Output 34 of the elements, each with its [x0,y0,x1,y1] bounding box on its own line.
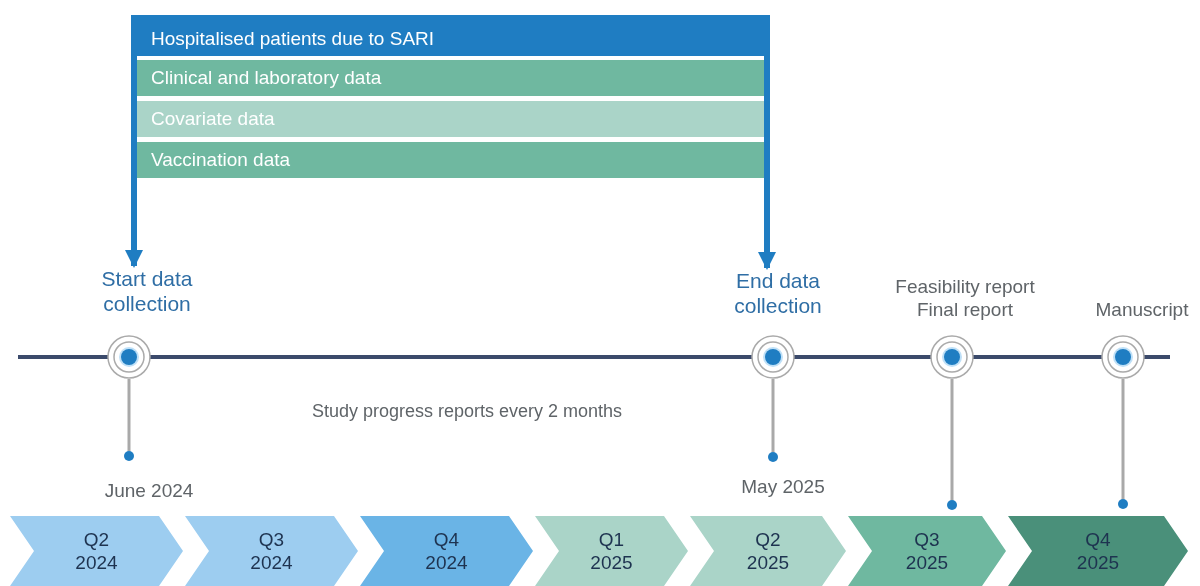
target-marker-icon [751,335,795,379]
quarter-segment: Q4 2024 [360,516,533,586]
milestone-dot [768,452,778,462]
milestone-label: End data collection [713,268,843,318]
milestone-caption: Feasibility report [895,276,1035,298]
stem-line [950,379,954,500]
quarter-segment: Q2 2025 [690,516,846,586]
arrow [125,175,143,268]
data-band: Covariate data [137,101,764,137]
milestone-label: Start data collection [82,266,212,316]
target-marker-icon [1101,335,1145,379]
milestone-caption: June 2024 [104,480,194,502]
milestone-dot [124,451,134,461]
milestone-dot [947,500,957,510]
data-band: Vaccination data [137,142,764,178]
quarter-segment: Q2 2024 [10,516,183,586]
quarter-segment: Q4 2025 [1008,516,1188,586]
stem-line [1121,379,1125,499]
milestone-caption: May 2025 [741,476,825,498]
quarter-segment: Q3 2025 [848,516,1006,586]
data-band: Clinical and laboratory data [137,60,764,96]
milestone-caption: Final report [916,299,1014,321]
quarter-segment: Q3 2024 [185,516,358,586]
note-text: Study progress reports every 2 months [311,400,623,422]
quarter-segment: Q1 2025 [535,516,688,586]
milestone-dot [1118,499,1128,509]
stem-line [771,379,775,452]
target-marker-icon [930,335,974,379]
target-marker-icon [107,335,151,379]
stem-line [127,379,131,451]
milestone-caption: Manuscript [1095,299,1189,321]
arrow [758,175,776,270]
frame-header: Hospitalised patients due to SARI [137,21,764,56]
data-frame [131,15,770,175]
